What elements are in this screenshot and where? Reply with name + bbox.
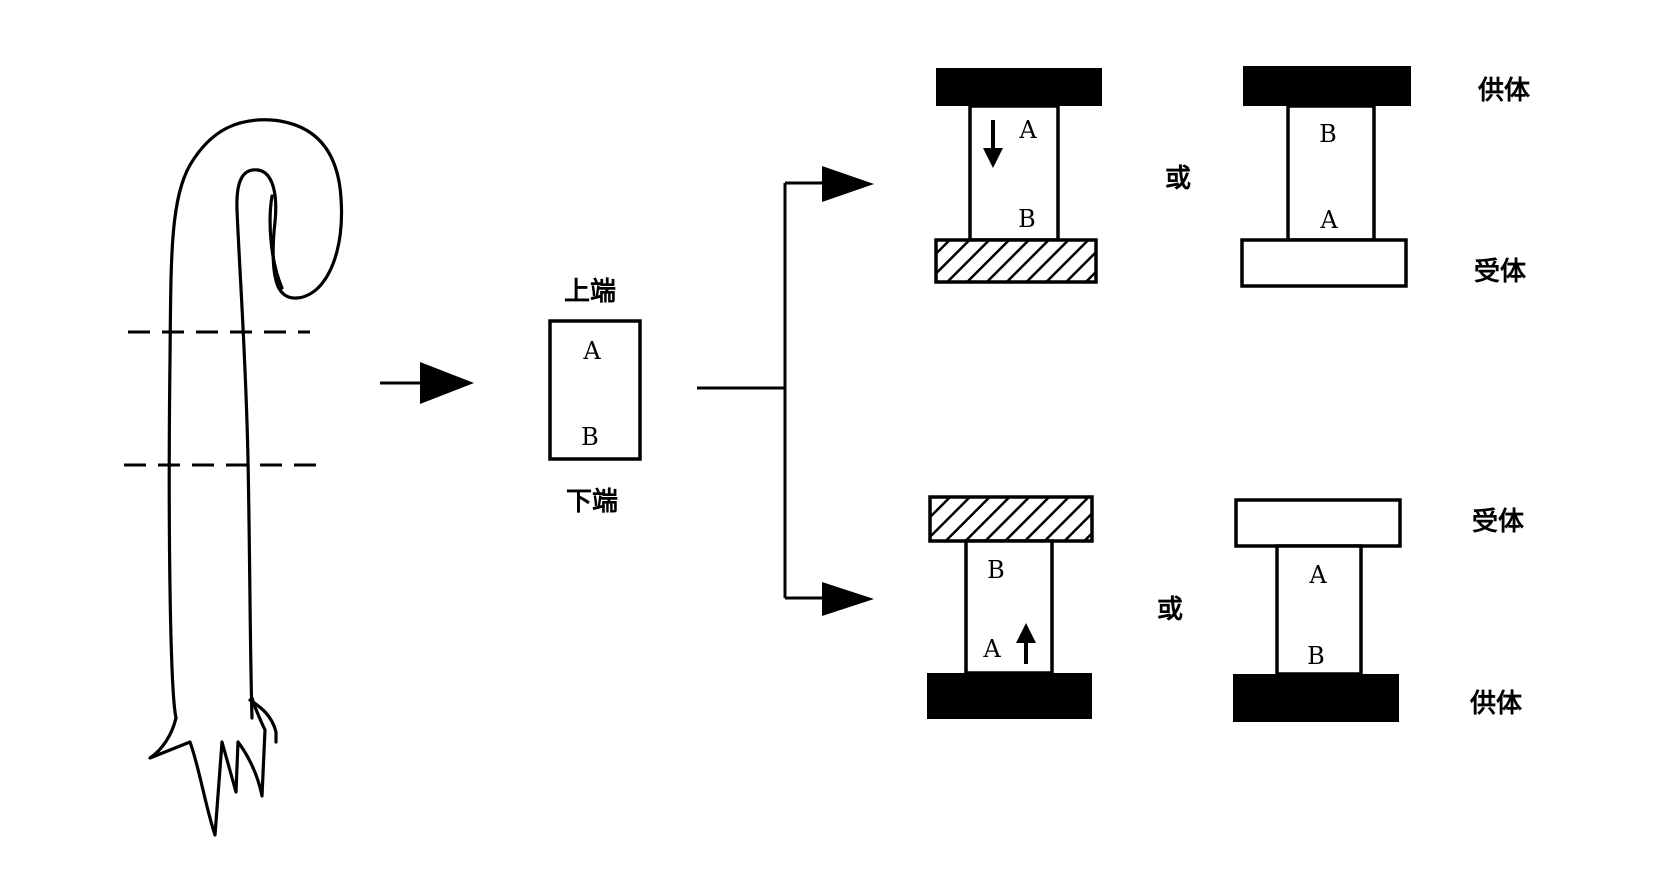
segment-top-label: 上端 — [564, 277, 616, 307]
arrow-to-segment — [380, 362, 474, 404]
letter-b: B — [987, 556, 1005, 584]
segment-letter-a: A — [582, 337, 601, 365]
letter-b: B — [1319, 120, 1337, 148]
segment-piece — [964, 539, 1054, 675]
letter-a: A — [1308, 561, 1327, 589]
setup-row2-left: B A — [927, 495, 1094, 719]
seedling-drawing — [148, 118, 344, 837]
segment: 上端 A B 下端 — [548, 277, 642, 517]
acceptor-block-hatched — [928, 495, 1094, 543]
segment-piece — [968, 104, 1060, 242]
up-arrow-icon — [1016, 623, 1036, 664]
branch-connector — [697, 181, 830, 600]
donor-block — [927, 673, 1092, 719]
or-label-row1: 或 — [1165, 164, 1191, 194]
letter-a: A — [1319, 206, 1338, 234]
cut-lines — [124, 330, 316, 467]
setup-row2-right: A B — [1233, 498, 1402, 722]
donor-block — [936, 68, 1102, 106]
role-label-row2-bottom: 供体 — [1469, 689, 1523, 719]
down-arrow-icon — [983, 120, 1003, 168]
acceptor-block — [1234, 498, 1402, 548]
seedling-outline — [167, 118, 344, 720]
segment-box — [548, 319, 642, 461]
donor-block — [1233, 674, 1399, 722]
letter-b: B — [1018, 205, 1036, 233]
letter-a: A — [1018, 116, 1037, 144]
setup-row1-left: A B — [934, 68, 1102, 284]
or-label-row2: 或 — [1157, 595, 1183, 625]
acceptor-block-hatched — [934, 238, 1098, 284]
segment-piece — [1286, 104, 1376, 242]
root-system — [148, 696, 267, 837]
role-label-row2-top: 受体 — [1472, 506, 1525, 537]
segment-letter-b: B — [581, 423, 599, 451]
letter-b: B — [1307, 642, 1325, 670]
branch-arrow-top — [822, 166, 874, 202]
setup-row1-right: B A — [1240, 66, 1411, 288]
branch-arrow-bottom — [822, 582, 874, 616]
segment-bottom-label: 下端 — [566, 487, 618, 517]
role-label-row1-bottom: 受体 — [1474, 256, 1527, 287]
root-right-fork — [248, 698, 278, 744]
acceptor-block — [1240, 238, 1408, 288]
donor-block — [1243, 66, 1411, 106]
hook-inner-line — [268, 194, 284, 290]
letter-a: A — [982, 635, 1001, 663]
role-label-row1-top: 供体 — [1477, 76, 1531, 106]
